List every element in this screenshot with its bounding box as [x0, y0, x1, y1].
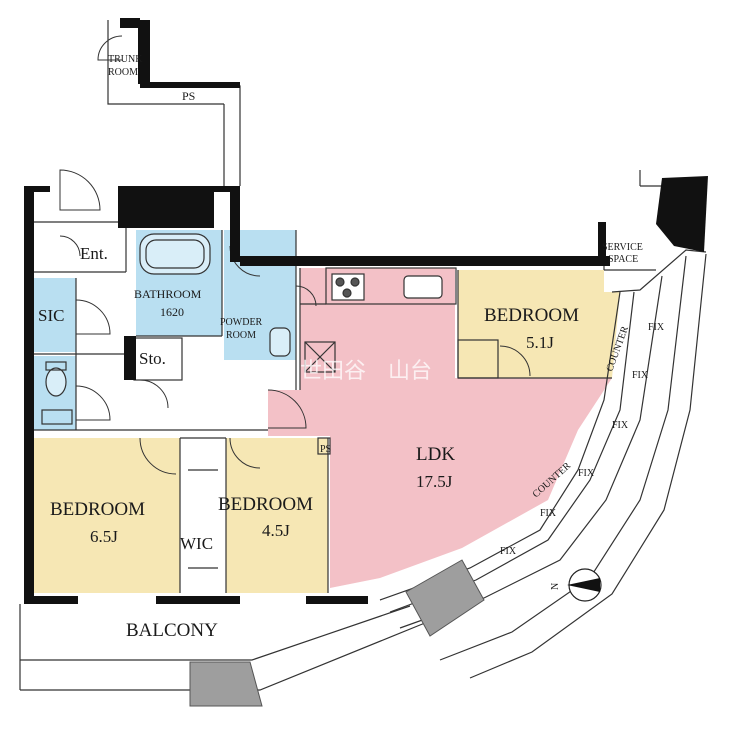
service-space-label-2: SPACE [608, 254, 638, 265]
toilet [45, 367, 67, 397]
labels: TRUNK ROOM PS Ent. SIC BATHROOM 1620 POW… [38, 54, 665, 641]
fixtures [41, 233, 443, 425]
bedroom-s-label: BEDROOM [218, 494, 313, 515]
bedroom-sw-label: BEDROOM [50, 499, 145, 520]
washbasin [269, 327, 291, 357]
fix-label-1: FIX [648, 322, 665, 333]
service-space-label-1: SERVICE [602, 242, 643, 253]
balcony-label: BALCONY [126, 620, 218, 641]
powder-room-label-2: ROOM [226, 330, 256, 341]
powder-room-label-1: POWDER [220, 317, 263, 328]
north-compass: N [550, 568, 602, 602]
ldk-size: 17.5J [416, 472, 453, 491]
watermark: ハウス 世田谷 山台 [190, 359, 432, 384]
room-fills [34, 230, 620, 593]
trunk-room-label-2: ROOM [108, 67, 138, 78]
column-se [405, 559, 485, 637]
walls [24, 18, 708, 604]
fix-label-3: FIX [612, 420, 629, 431]
columns [189, 559, 485, 707]
column-s [189, 661, 263, 707]
bathroom-size: 1620 [160, 305, 184, 319]
bedroom-ne-label: BEDROOM [484, 305, 579, 326]
fix-label-2: FIX [632, 370, 649, 381]
bedroom-ne-size: 5.1J [526, 333, 554, 352]
wic-label: WIC [180, 534, 213, 553]
north-label: N [550, 583, 561, 590]
bedroom-s-size: 4.5J [262, 521, 290, 540]
trunk-room-label-1: TRUNK [108, 54, 143, 65]
bathroom-label: BATHROOM [134, 287, 202, 301]
compass-arrow-icon [567, 578, 600, 592]
fix-label-4: FIX [578, 468, 595, 479]
ps-mid-label: PS [320, 444, 331, 455]
interior-lines [19, 20, 707, 691]
fix-label-6: FIX [500, 546, 517, 557]
door-swings [59, 35, 531, 475]
bedroom-sw-size: 6.5J [90, 527, 118, 546]
fix-label-5: FIX [540, 508, 557, 519]
bedroom-sw-area [34, 438, 180, 593]
ps-top-label: PS [182, 89, 195, 103]
sic-area [34, 278, 76, 352]
bedroom-s-area [226, 438, 328, 593]
entrance-label: Ent. [80, 244, 108, 263]
storage-label: Sto. [139, 349, 166, 368]
ldk-label: LDK [416, 444, 455, 465]
bathtub [139, 233, 211, 275]
sink [403, 275, 443, 299]
ldk-area [268, 268, 612, 588]
sic-label: SIC [38, 306, 64, 325]
